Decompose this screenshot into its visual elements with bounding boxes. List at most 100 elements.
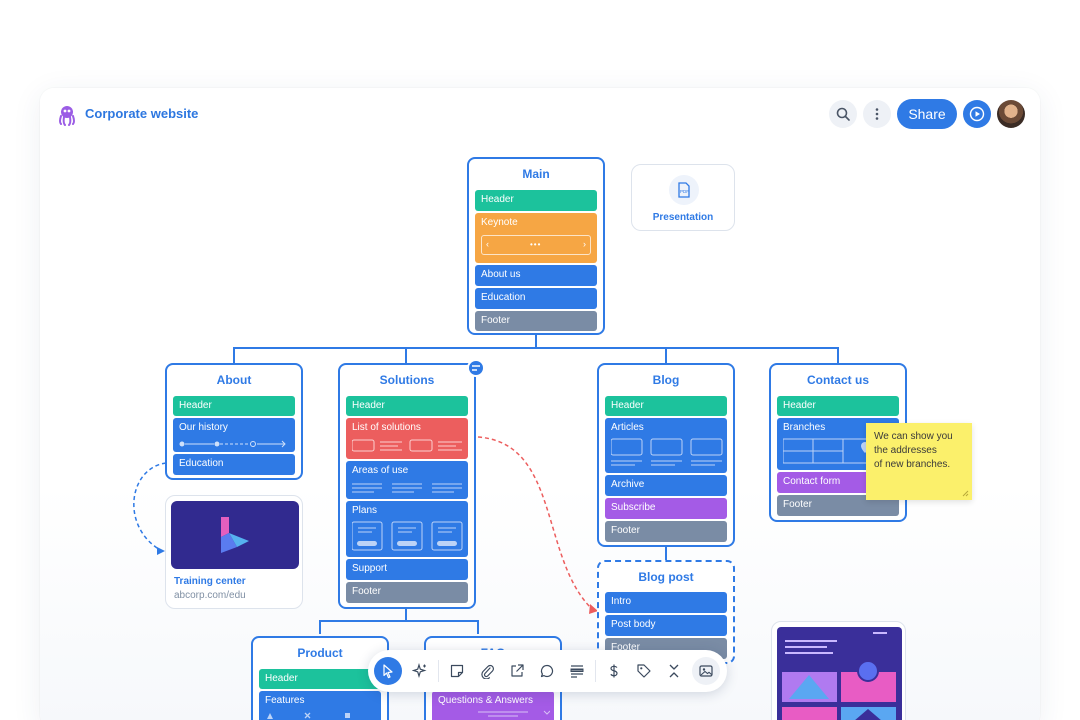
- section-label: Questions & Answers: [438, 695, 534, 706]
- layout-tool[interactable]: [565, 659, 589, 683]
- ai-sparkle-icon: [412, 663, 427, 679]
- select-tool[interactable]: [374, 657, 402, 685]
- section-footer[interactable]: Footer: [475, 311, 597, 331]
- training-title: Training center: [174, 576, 246, 587]
- section-intro[interactable]: Intro: [605, 592, 727, 613]
- section-header[interactable]: Header: [605, 396, 727, 416]
- section-label: Our history: [179, 422, 228, 433]
- link-tool[interactable]: [505, 659, 529, 683]
- node-main[interactable]: Main Header Keynote ‹ ••• › About us Edu…: [467, 157, 605, 335]
- section-our-history[interactable]: Our history: [173, 418, 295, 452]
- connectors-layer: [133, 334, 839, 634]
- section-post-body[interactable]: Post body: [605, 615, 727, 636]
- attachment-tool[interactable]: [475, 659, 499, 683]
- user-avatar[interactable]: [997, 100, 1025, 128]
- section-features[interactable]: Features: [259, 691, 381, 720]
- floating-toolbar: [368, 650, 727, 692]
- section-header[interactable]: Header: [346, 396, 468, 416]
- section-about-us[interactable]: About us: [475, 265, 597, 286]
- present-button[interactable]: [963, 100, 991, 128]
- tag-tool[interactable]: [632, 659, 656, 683]
- sticky-note[interactable]: We can show you the addresses of new bra…: [866, 423, 972, 500]
- node-product[interactable]: Product Header Features: [251, 636, 389, 720]
- tag-icon: [637, 664, 651, 678]
- training-center-card[interactable]: Training center abcorp.com/edu: [165, 495, 303, 609]
- sticky-line: the addresses: [874, 445, 937, 456]
- pricing-tool[interactable]: [602, 659, 626, 683]
- collapse-icon: [669, 664, 679, 678]
- node-title: Contact us: [806, 373, 869, 387]
- section-questions-answers[interactable]: Questions & Answers: [432, 691, 554, 720]
- section-archive[interactable]: Archive: [605, 475, 727, 496]
- section-label: Branches: [783, 422, 826, 433]
- node-blog[interactable]: Blog Header Articles Archive Subscribe F…: [597, 363, 735, 547]
- section-footer[interactable]: Footer: [605, 521, 727, 542]
- articles-illustration: [611, 438, 723, 466]
- more-menu-button[interactable]: [863, 100, 891, 128]
- section-label: List of solutions: [352, 422, 421, 433]
- node-title: Main: [522, 167, 550, 181]
- training-logo-icon: [221, 517, 249, 553]
- toolbar-divider: [438, 660, 439, 682]
- comment-badge-icon[interactable]: [467, 359, 485, 377]
- layout-icon: [570, 665, 584, 678]
- app-window: Corporate website Share Main Header Keyn…: [40, 88, 1040, 720]
- comment-icon: [540, 664, 554, 678]
- section-subscribe[interactable]: Subscribe: [605, 498, 727, 519]
- website-mockup-card[interactable]: [771, 621, 906, 720]
- collapse-tool[interactable]: [662, 659, 686, 683]
- training-thumbnail: [171, 501, 299, 569]
- search-button[interactable]: [829, 100, 857, 128]
- section-footer[interactable]: Footer: [346, 582, 468, 603]
- resize-handle-icon[interactable]: [962, 490, 969, 497]
- solutions-list-illustration: [352, 439, 462, 452]
- section-areas-of-use[interactable]: Areas of use: [346, 461, 468, 499]
- section-label: Features: [265, 695, 305, 706]
- section-list-of-solutions[interactable]: List of solutions: [346, 418, 468, 459]
- cursor-icon: [383, 664, 393, 679]
- section-education[interactable]: Education: [173, 454, 295, 475]
- section-label: Areas of use: [352, 465, 409, 476]
- sticky-note-tool[interactable]: [445, 659, 469, 683]
- section-label: Plans: [352, 505, 378, 516]
- comment-tool[interactable]: [535, 659, 559, 683]
- search-icon: [836, 107, 850, 121]
- main-connector: [233, 334, 839, 363]
- chevron-right-icon: ›: [583, 239, 586, 249]
- about-training-dashed-link: [133, 462, 167, 552]
- dollar-icon: [610, 664, 618, 678]
- arrow-head-red-icon: [589, 604, 598, 614]
- node-solutions[interactable]: Solutions Header List of solutions Areas…: [338, 359, 485, 609]
- pdf-file-icon: PDF: [669, 175, 699, 205]
- section-articles[interactable]: Articles: [605, 418, 727, 473]
- section-header[interactable]: Header: [259, 669, 381, 689]
- ai-tool[interactable]: [408, 659, 432, 683]
- section-education[interactable]: Education: [475, 288, 597, 309]
- section-plans[interactable]: Plans: [346, 501, 468, 557]
- node-title: Solutions: [379, 373, 435, 387]
- link-out-icon: [511, 664, 524, 677]
- image-tool[interactable]: [692, 657, 720, 685]
- presentation-card[interactable]: PDF Presentation: [631, 164, 735, 231]
- toolbar-divider: [595, 660, 596, 682]
- section-label: Keynote: [481, 217, 518, 228]
- training-url[interactable]: abcorp.com/edu: [174, 590, 246, 601]
- section-header[interactable]: Header: [173, 396, 295, 416]
- node-contact-us[interactable]: Contact us Header Branches Contact form …: [769, 363, 907, 522]
- website-mockup-image: [777, 627, 902, 720]
- node-title: Product: [297, 646, 343, 660]
- section-header[interactable]: Header: [777, 396, 899, 416]
- node-about[interactable]: About Header Our history Education: [165, 363, 303, 480]
- node-blog-post[interactable]: Blog post Intro Post body Footer: [597, 560, 735, 664]
- board-title[interactable]: Corporate website: [85, 106, 199, 121]
- section-footer[interactable]: Footer: [777, 495, 899, 516]
- share-button[interactable]: Share: [897, 99, 957, 129]
- image-icon: [699, 665, 713, 677]
- chevron-left-icon: ‹: [486, 239, 489, 249]
- carousel-dots-icon: •••: [530, 240, 542, 249]
- section-support[interactable]: Support: [346, 559, 468, 580]
- section-header[interactable]: Header: [475, 190, 597, 211]
- plans-cards-illustration: [352, 521, 463, 551]
- section-keynote[interactable]: Keynote ‹ ••• ›: [475, 213, 597, 263]
- carousel-placeholder: ‹ ••• ›: [481, 235, 591, 255]
